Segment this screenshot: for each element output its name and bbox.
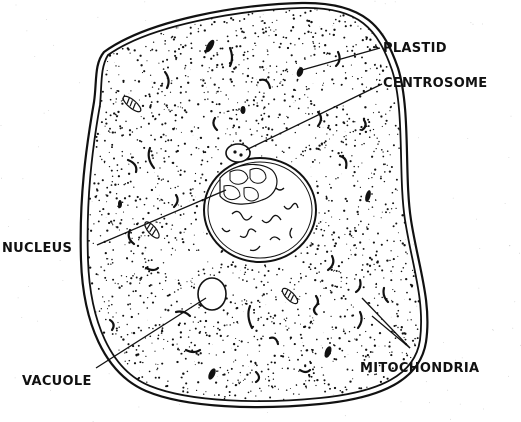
label-vacuole: VACUOLE xyxy=(22,374,92,389)
label-plastid: PLASTID xyxy=(383,41,447,56)
vacuole xyxy=(198,278,226,310)
mitochondria-leader-1 xyxy=(362,298,410,348)
plastid-leader xyxy=(302,48,380,70)
centrosome-leader xyxy=(246,84,382,150)
nucleus xyxy=(204,158,316,262)
label-mitochondria: MITOCHONDRIA xyxy=(360,361,479,376)
mitochondria-leader-2 xyxy=(372,316,410,348)
vacuole-leader xyxy=(96,298,206,368)
label-centrosome: CENTROSOME xyxy=(383,76,487,91)
label-nucleus: NUCLEUS xyxy=(2,241,72,256)
centrosome xyxy=(226,144,250,162)
